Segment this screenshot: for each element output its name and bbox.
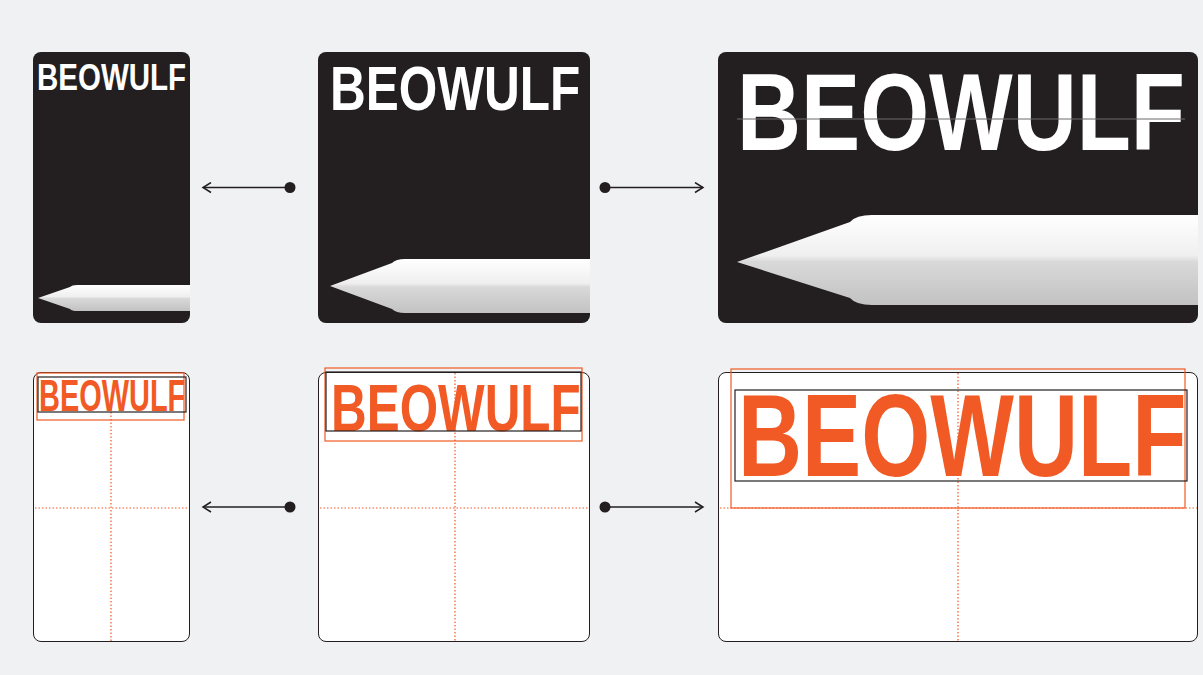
title-wordmark: BEOWULF bbox=[331, 375, 581, 441]
text-frames bbox=[37, 368, 1187, 508]
cover-panel: BEOWULF bbox=[718, 52, 1198, 323]
layout-grid-panel: BEOWULF bbox=[318, 372, 590, 642]
layout-grid-panel: BEOWULF bbox=[33, 372, 190, 642]
title-wordmark: BEOWULF bbox=[330, 57, 580, 120]
title-wordmark: BEOWULF bbox=[37, 59, 186, 96]
resize-arrow bbox=[605, 187, 703, 189]
margin-frame bbox=[325, 368, 582, 441]
layout-grid-panel: BEOWULF bbox=[718, 372, 1198, 642]
cover-panel: BEOWULF bbox=[33, 52, 190, 323]
resize-arrow bbox=[203, 506, 290, 508]
grid-guides bbox=[35, 373, 1197, 641]
cover-panel: BEOWULF bbox=[318, 52, 590, 323]
title-wordmark: BEOWULF bbox=[738, 377, 1186, 494]
title-wordmark: BEOWULF bbox=[737, 57, 1185, 167]
resize-arrow bbox=[203, 187, 290, 189]
resize-arrow bbox=[605, 506, 703, 508]
title-wordmark: BEOWULF bbox=[39, 374, 185, 418]
